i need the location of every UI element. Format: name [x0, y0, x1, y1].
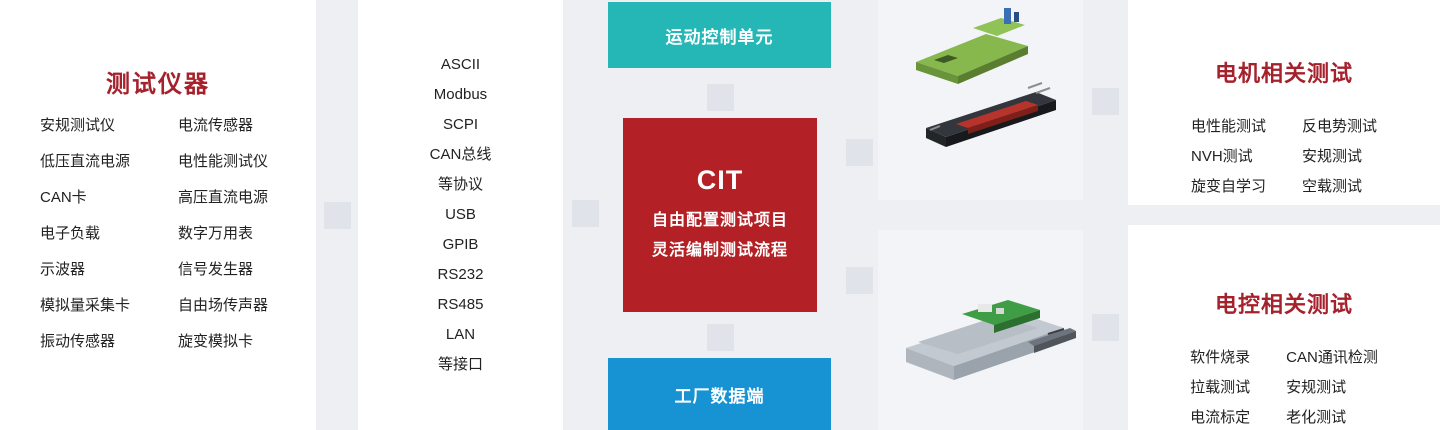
protocol-item: RS232	[437, 266, 484, 283]
instrument-item: 振动传感器	[40, 333, 116, 350]
instrument-item: 电子负载	[40, 225, 101, 242]
cit-line-2: 灵活编制测试流程	[651, 241, 788, 259]
connector-image-motor-tests	[1092, 88, 1119, 115]
protocol-item: CAN总线	[429, 146, 492, 163]
instrument-item: 数字万用表	[178, 225, 254, 242]
connector-motion-cit	[707, 84, 734, 111]
motor-test-item: 旋变自学习	[1190, 178, 1266, 196]
cit-box: CIT 自由配置测试项目 灵活编制测试流程	[623, 118, 817, 312]
protocol-item: SCPI	[442, 116, 478, 133]
connector-instruments-protocols	[324, 202, 351, 229]
motor-test-columns: 电性能测试 NVH测试旋变自学习 反电势测试安规测试空载测试	[1128, 112, 1440, 202]
cit-title: CIT	[696, 164, 744, 195]
protocol-item: RS485	[437, 296, 484, 313]
controller-test-item: 老化测试	[1286, 409, 1347, 427]
controller-test-column-1: 软件烧录拉载测试电流标定	[1190, 343, 1250, 430]
controller-test-item: 安规测试	[1286, 379, 1347, 397]
protocol-item: Modbus	[433, 86, 488, 103]
motor-tests-title: 电机相关测试	[1214, 61, 1353, 87]
protocol-item: ASCII	[440, 56, 481, 73]
instrument-item: CAN卡	[40, 189, 87, 206]
test-instruments-title: 测试仪器	[106, 70, 210, 98]
protocol-item: 等协议	[437, 176, 483, 193]
instrument-column-1: 安规测试仪低压直流电源 CAN卡电子负载示波器模拟量采集卡振动传感器	[40, 108, 172, 360]
controller-test-item: 拉载测试	[1190, 379, 1251, 397]
instrument-column-2: 电流传感器电性能测试仪高压直流电源数字万用表信号发生器自由场传声器旋变模拟卡	[178, 108, 310, 360]
instrument-item: 电性能测试仪	[178, 153, 269, 170]
panel-motor-tests: 电机相关测试 电性能测试 NVH测试旋变自学习 反电势测试安规测试空载测试	[1128, 0, 1440, 205]
connector-image-controller-tests	[1092, 314, 1119, 341]
instrument-item: 低压直流电源	[40, 153, 131, 170]
connector-cit-motor-image	[846, 139, 873, 166]
instrument-item: 模拟量采集卡	[40, 297, 131, 314]
factory-data-box: 工厂数据端	[608, 358, 831, 430]
motor-test-item: 电性能测试	[1190, 118, 1266, 136]
instrument-item: 旋变模拟卡	[178, 333, 254, 350]
motor-test-item: 反电势测试	[1302, 118, 1378, 136]
protocol-item: USB	[445, 206, 476, 223]
controller-test-column-2: CAN通讯检测安规测试老化测试	[1286, 343, 1378, 430]
connector-cit-factory	[707, 324, 734, 351]
connector-cit-controller-image	[846, 267, 873, 294]
instrument-item: 电流传感器	[178, 117, 254, 134]
instrument-item: 高压直流电源	[178, 189, 269, 206]
protocol-item: 等接口	[437, 356, 483, 373]
panel-test-instruments: 测试仪器 安规测试仪低压直流电源 CAN卡电子负载示波器模拟量采集卡振动传感器 电…	[0, 0, 316, 430]
controller-test-item: 电流标定	[1190, 409, 1251, 427]
motor-test-item: 空载测试	[1302, 178, 1363, 196]
protocol-item: GPIB	[442, 236, 479, 253]
motor-test-item: 安规测试	[1302, 148, 1363, 166]
controller-test-columns: 软件烧录拉载测试电流标定 CAN通讯检测安规测试老化测试	[1128, 343, 1440, 430]
motor-fixture-image-panel	[878, 0, 1083, 200]
protocol-item: LAN	[445, 326, 476, 343]
motor-test-item: NVH测试	[1190, 148, 1253, 166]
instrument-item: 安规测试仪	[40, 117, 116, 134]
controller-test-item: 软件烧录	[1190, 349, 1251, 367]
controller-tests-title: 电控相关测试	[1214, 292, 1353, 318]
controller-test-item: CAN通讯检测	[1286, 349, 1378, 367]
instrument-item: 自由场传声器	[178, 297, 269, 314]
motor-test-column-2: 反电势测试安规测试空载测试	[1302, 112, 1377, 202]
motor-fixture-image	[916, 8, 1056, 147]
instrument-item: 信号发生器	[178, 261, 254, 278]
motion-control-box: 运动控制单元	[608, 2, 831, 68]
instrument-item: 示波器	[40, 261, 86, 278]
panel-controller-tests: 电控相关测试 软件烧录拉载测试电流标定 CAN通讯检测安规测试老化测试	[1128, 225, 1440, 430]
controller-fixture-image	[906, 300, 1076, 380]
cit-line-1: 自由配置测试项目	[651, 211, 788, 229]
controller-fixture-image-panel	[878, 230, 1083, 430]
motor-test-column-1: 电性能测试 NVH测试旋变自学习	[1191, 112, 1266, 202]
connector-protocols-cit	[572, 200, 599, 227]
